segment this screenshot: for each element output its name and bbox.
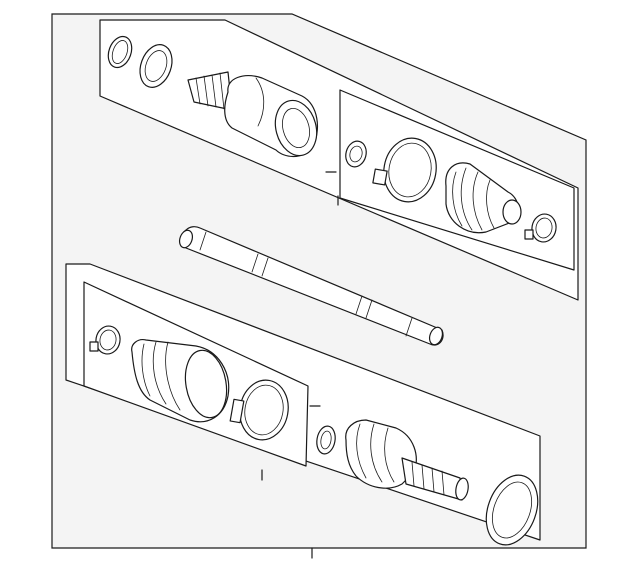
outer-boot-icon [131, 339, 230, 423]
drive-shaft-icon [178, 226, 444, 346]
lower-large-clamp-icon [229, 379, 289, 441]
outer-seal-ring-icon [485, 474, 539, 546]
seal-ring-icon [139, 44, 173, 88]
inner-joint-housing-icon [187, 71, 319, 158]
inner-boot-icon [445, 162, 522, 234]
lower-snap-ring-icon [316, 425, 336, 455]
lower-small-clamp-icon [89, 325, 121, 355]
outer-joint-icon [345, 419, 469, 501]
circlip-ring-icon [107, 35, 133, 69]
large-clamp-icon [372, 137, 437, 203]
snap-ring-icon [345, 140, 367, 168]
small-clamp-icon [524, 213, 557, 243]
